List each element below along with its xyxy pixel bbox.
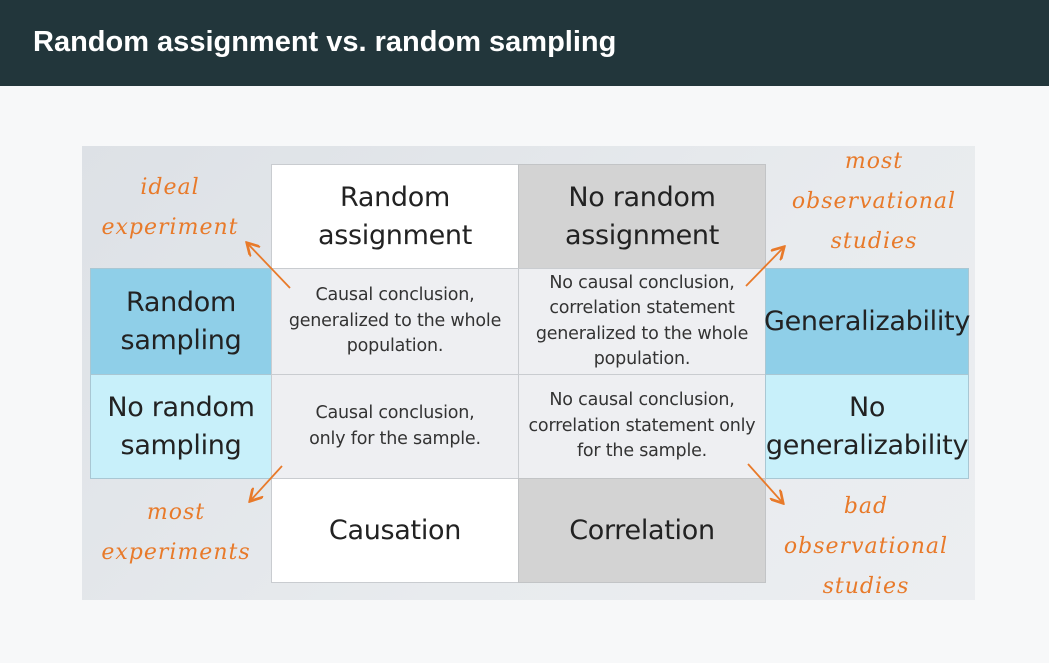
bottom-header-correlation: Correlation bbox=[518, 478, 766, 583]
col-header-line: No random bbox=[568, 181, 716, 213]
col-header-line: Random bbox=[340, 181, 450, 213]
annotation-line: bad bbox=[843, 494, 889, 519]
cell-random-sampling-no-random-assignment: No causal conclusion, correlation statem… bbox=[518, 268, 766, 375]
annotation-most-observational-studies: most observational studies bbox=[778, 142, 970, 262]
right-header-line: Generalizability bbox=[763, 305, 971, 337]
cell-line: No causal conclusion, bbox=[549, 390, 735, 410]
annotation-line: most bbox=[844, 149, 904, 174]
row-header-line: No random bbox=[107, 391, 255, 423]
cell-line: generalized to the whole bbox=[535, 323, 749, 344]
annotation-line: observational bbox=[783, 534, 949, 559]
cell-random-sampling-random-assignment: Causal conclusion, generalized to the wh… bbox=[271, 268, 519, 375]
right-header-generalizability: Generalizability bbox=[763, 268, 971, 375]
annotation-line: experiments bbox=[101, 540, 251, 565]
col-header-no-random-assignment: No random assignment bbox=[518, 164, 766, 269]
cell-no-random-sampling-no-random-assignment: No causal conclusion, correlation statem… bbox=[518, 374, 766, 479]
bottom-header-label: Causation bbox=[328, 514, 462, 546]
annotation-line: studies bbox=[822, 574, 910, 599]
cell-line: correlation statement bbox=[549, 298, 735, 318]
col-header-line: assignment bbox=[564, 219, 720, 251]
col-header-line: assignment bbox=[317, 219, 473, 251]
annotation-line: experiment bbox=[101, 215, 239, 240]
bottom-header-causation: Causation bbox=[271, 478, 519, 583]
cell-line: population. bbox=[593, 349, 691, 369]
cell-line: for the sample. bbox=[576, 441, 708, 461]
annotation-line: observational bbox=[791, 189, 957, 214]
cell-line: only for the sample. bbox=[309, 428, 481, 449]
row-header-line: sampling bbox=[120, 429, 242, 461]
cell-line: Causal conclusion, bbox=[315, 285, 475, 306]
row-header-random-sampling: Random sampling bbox=[90, 268, 272, 375]
col-header-random-assignment: Random assignment bbox=[271, 164, 519, 269]
annotation-line: most bbox=[146, 500, 206, 525]
cell-line: generalized to the whole bbox=[288, 310, 502, 331]
cell-line: No causal conclusion, bbox=[549, 272, 735, 293]
cell-line: correlation statement only bbox=[528, 415, 756, 436]
page-title: Random assignment vs. random sampling bbox=[33, 26, 617, 58]
annotation-line: ideal bbox=[140, 175, 200, 200]
annotation-line: studies bbox=[830, 229, 918, 254]
right-header-line: generalizability bbox=[765, 429, 969, 461]
annotation-most-experiments: most experiments bbox=[88, 493, 264, 573]
right-header-line: No bbox=[848, 391, 886, 423]
cell-no-random-sampling-random-assignment: Causal conclusion, only for the sample. bbox=[271, 374, 519, 479]
annotation-ideal-experiment: ideal experiment bbox=[90, 168, 250, 248]
row-header-line: sampling bbox=[120, 324, 242, 356]
right-header-no-generalizability: No generalizability bbox=[765, 374, 969, 479]
cell-line: Causal conclusion, bbox=[315, 403, 475, 423]
cell-line: population. bbox=[346, 336, 444, 357]
bottom-header-label: Correlation bbox=[569, 514, 715, 546]
annotation-bad-observational-studies: bad observational studies bbox=[770, 487, 962, 607]
row-header-no-random-sampling: No random sampling bbox=[90, 374, 272, 479]
title-bar: Random assignment vs. random sampling bbox=[0, 0, 1049, 86]
row-header-line: Random bbox=[126, 286, 236, 318]
